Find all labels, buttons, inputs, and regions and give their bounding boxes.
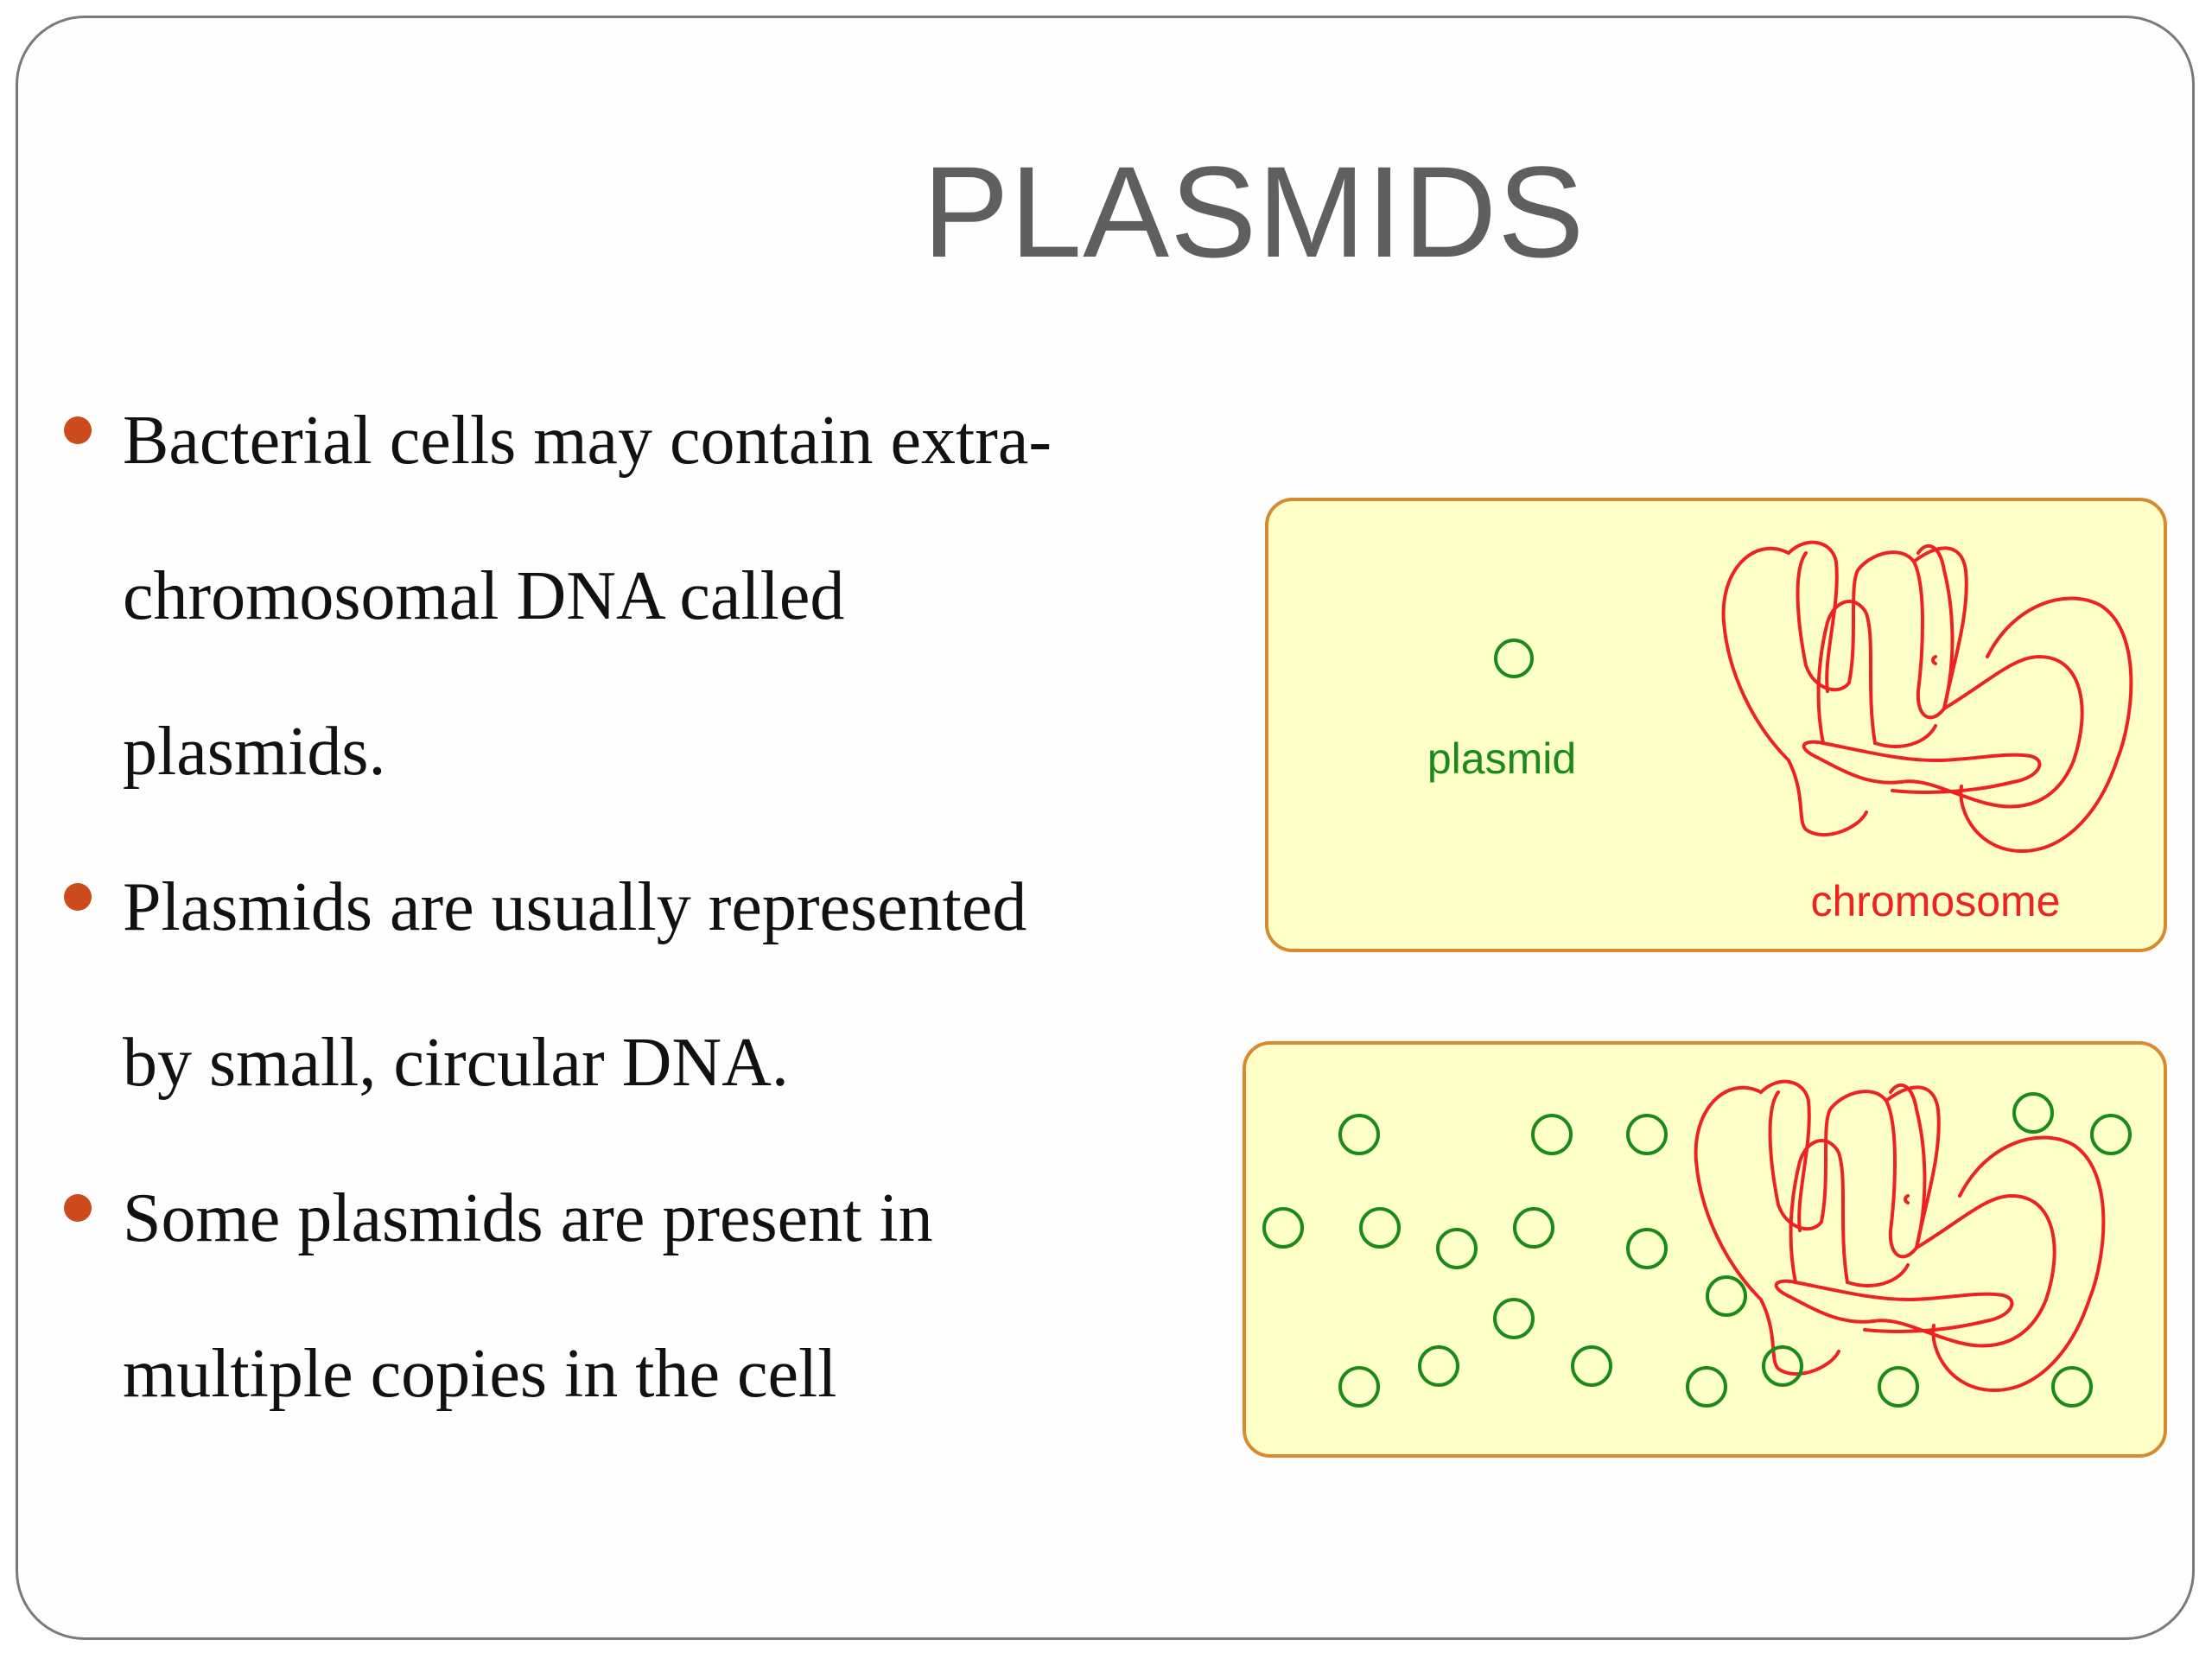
- plasmid-circle: [1338, 1114, 1380, 1155]
- plasmid-circle: [1493, 1298, 1535, 1339]
- slide-title: PLASMIDS: [922, 139, 1586, 284]
- top-cell-body: [1265, 498, 2167, 952]
- plasmid-circle: [1436, 1228, 1478, 1269]
- plasmid-label: plasmid: [1427, 734, 1576, 783]
- plasmid-circle: [1359, 1207, 1401, 1249]
- top-bacterial-cell: plasmid chromosome: [1265, 498, 2167, 952]
- plasmid-circle: [1418, 1345, 1459, 1387]
- plasmid-circle: [1571, 1345, 1612, 1387]
- chromosome-label: chromosome: [1811, 877, 2061, 925]
- bullet-line: Some plasmids are present in: [123, 1180, 933, 1256]
- plasmid-circle: [1762, 1345, 1803, 1387]
- bullet-item: Bacterial cells may contain extra- chrom…: [62, 363, 1185, 830]
- plasmid-circle: [1262, 1207, 1304, 1249]
- bullet-dot-icon: [64, 416, 92, 444]
- bullet-dot-icon: [64, 883, 92, 911]
- bullet-line: chromosomal DNA called: [123, 558, 845, 634]
- plasmid-circle: [2051, 1366, 2093, 1408]
- plasmid-circle: [2012, 1092, 2054, 1134]
- bottom-cell-body: [1243, 1041, 2167, 1458]
- bullet-list: Bacterial cells may contain extra- chrom…: [62, 363, 1185, 1452]
- bullet-line: Bacterial cells may contain extra-: [123, 403, 1052, 479]
- bullet-line: Plasmids are usually represented: [123, 869, 1027, 945]
- bullet-item: Some plasmids are present in multiple co…: [62, 1141, 1185, 1452]
- plasmid-circle: [1706, 1275, 1747, 1317]
- plasmid-copies: [1262, 1092, 2132, 1408]
- bullet-line: by small, circular DNA.: [123, 1025, 789, 1101]
- plasmid-circle: [1513, 1207, 1554, 1249]
- bullet-dot-icon: [64, 1194, 92, 1222]
- plasmid-circle: [1494, 639, 1534, 678]
- bottom-bacterial-cell: [1243, 1041, 2167, 1458]
- plasmid-circle: [1531, 1114, 1573, 1155]
- plasmid-circle: [2090, 1114, 2132, 1155]
- bullet-item: Plasmids are usually represented by smal…: [62, 830, 1185, 1141]
- plasmid-circle: [1878, 1366, 1919, 1408]
- bullet-line: multiple copies in the cell: [123, 1336, 837, 1412]
- plasmid-circle: [1626, 1114, 1668, 1155]
- bullet-line: plasmids.: [123, 714, 386, 790]
- plasmid-circle: [1338, 1366, 1380, 1408]
- plasmid-circle: [1626, 1228, 1668, 1269]
- plasmid-circle: [1686, 1366, 1727, 1408]
